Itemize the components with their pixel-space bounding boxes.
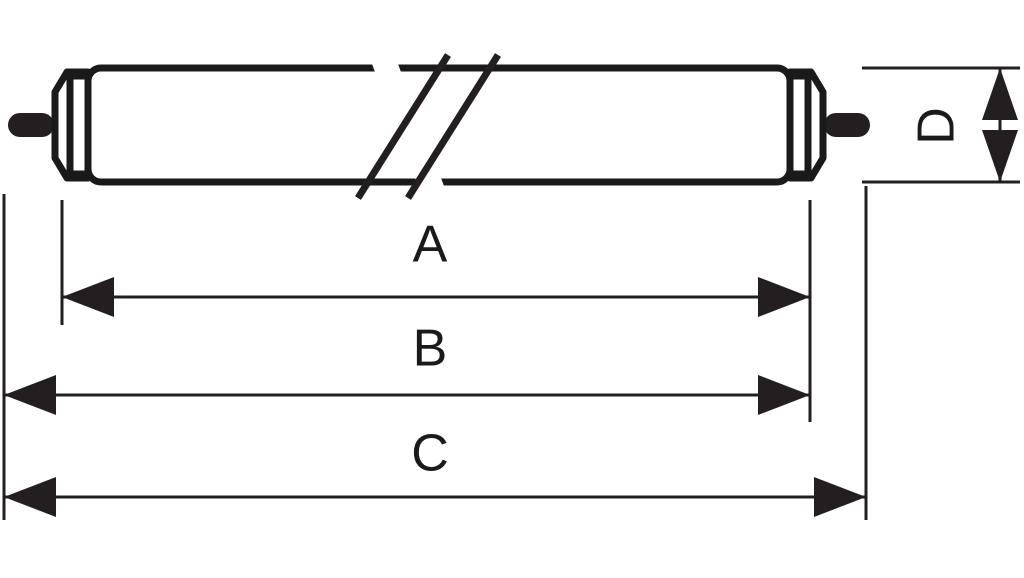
left-pin-contact bbox=[8, 113, 54, 137]
dimension-a-arrow-right bbox=[758, 277, 810, 317]
break-line-left bbox=[355, 53, 451, 200]
right-pin-contact bbox=[824, 113, 870, 137]
dimension-d-arrow-bottom bbox=[982, 130, 1018, 182]
dimension-c-arrow-left bbox=[4, 477, 56, 517]
dimension-d: D bbox=[908, 68, 1018, 182]
dimension-d-arrow-top bbox=[982, 68, 1018, 120]
extension-lines-group bbox=[2, 66, 1020, 520]
dimension-b: B bbox=[4, 320, 810, 415]
break-line-right bbox=[405, 53, 501, 200]
lamp-tube-assembly bbox=[8, 53, 870, 200]
dimension-d-label: D bbox=[908, 107, 966, 145]
dimension-c-arrow-right bbox=[814, 477, 866, 517]
dimension-b-arrow-left bbox=[4, 375, 56, 415]
dimension-b-arrow-right bbox=[758, 375, 810, 415]
dimension-a: A bbox=[62, 216, 810, 317]
tube-body bbox=[84, 64, 794, 186]
dimension-b-label: B bbox=[413, 320, 448, 378]
dimension-c-label: C bbox=[411, 425, 449, 483]
dimension-a-label: A bbox=[413, 216, 448, 274]
dimension-a-arrow-left bbox=[62, 277, 114, 317]
dimension-c: C bbox=[4, 425, 866, 517]
